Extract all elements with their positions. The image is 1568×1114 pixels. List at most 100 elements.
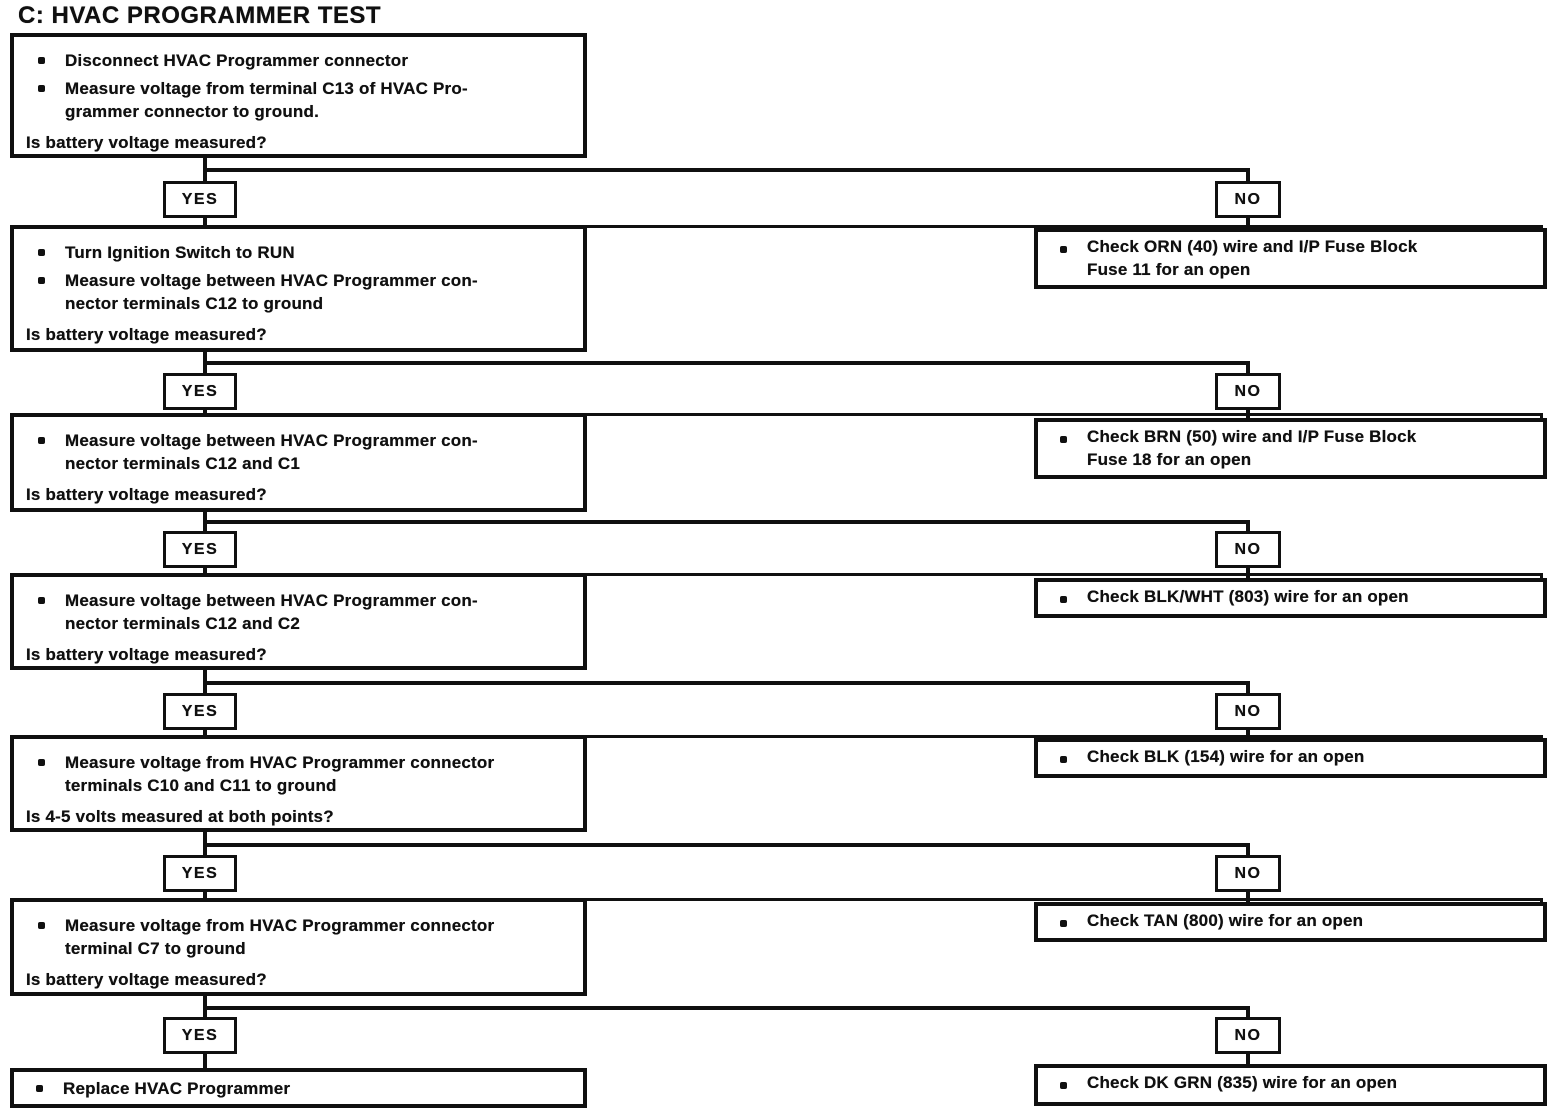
connector-line <box>1246 520 1250 531</box>
step-3-box: Measure voltage between HVAC Programmer … <box>10 413 587 512</box>
action-box-3: Check BLK/WHT (803) wire for an open <box>1034 578 1547 618</box>
connector-line <box>587 573 1543 576</box>
question-text: Is battery voltage measured? <box>26 645 267 664</box>
bullet-item: Measure voltage from HVAC Programmer con… <box>38 751 575 797</box>
yes-tag-4: YES <box>163 693 237 730</box>
bullet-text: Turn Ignition Switch to RUN <box>65 243 295 262</box>
connector-line <box>587 413 1543 416</box>
connector-line <box>203 361 1250 365</box>
bullet-icon <box>1060 436 1067 443</box>
question-text: Is 4-5 volts measured at both points? <box>26 807 334 826</box>
bullet-icon <box>1060 920 1067 927</box>
connector-line <box>587 735 1543 738</box>
action-text: Check BRN (50) wire and I/P Fuse Block F… <box>1087 427 1417 469</box>
bullet-item: Turn Ignition Switch to RUN <box>38 241 575 264</box>
bullet-icon <box>1060 1082 1067 1089</box>
connector-line <box>1246 681 1250 693</box>
action-box-1: Check ORN (40) wire and I/P Fuse Block F… <box>1034 228 1547 289</box>
connector-line <box>203 730 207 736</box>
bullet-item: Measure voltage from HVAC Programmer con… <box>38 914 575 960</box>
bullet-item: Measure voltage between HVAC Programmer … <box>38 589 575 635</box>
action-box-6: Check DK GRN (835) wire for an open <box>1034 1064 1547 1106</box>
bullet-icon <box>38 85 45 92</box>
bullet-text: Disconnect HVAC Programmer connector <box>65 51 409 70</box>
step-4-box: Measure voltage between HVAC Programmer … <box>10 573 587 670</box>
connector-line <box>203 681 1250 685</box>
connector-line <box>203 1006 1250 1010</box>
connector-line <box>1246 843 1250 855</box>
bullet-text: Measure voltage between HVAC Programmer … <box>65 271 478 313</box>
step-6-box: Measure voltage from HVAC Programmer con… <box>10 898 587 996</box>
page-title: C: HVAC PROGRAMMER TEST <box>18 2 382 29</box>
connector-line <box>1540 898 1543 904</box>
yes-tag-5: YES <box>163 855 237 892</box>
no-tag-3: NO <box>1215 531 1281 568</box>
connector-line <box>203 843 1250 847</box>
final-action-text: Replace HVAC Programmer <box>63 1079 291 1098</box>
bullet-icon <box>38 759 45 766</box>
bullet-text: Measure voltage from terminal C13 of HVA… <box>65 79 468 121</box>
bullet-icon <box>1060 756 1067 763</box>
connector-line <box>203 892 207 899</box>
no-tag-6: NO <box>1215 1017 1281 1054</box>
step-2-box: Turn Ignition Switch to RUN Measure volt… <box>10 225 587 352</box>
bullet-icon <box>38 57 45 64</box>
step-5-box: Measure voltage from HVAC Programmer con… <box>10 735 587 832</box>
bullet-item: Disconnect HVAC Programmer connector <box>38 49 575 72</box>
connector-line <box>1540 735 1543 740</box>
bullet-text: Measure voltage from HVAC Programmer con… <box>65 753 495 795</box>
connector-line <box>1246 361 1250 373</box>
bullet-icon <box>38 277 45 284</box>
connector-line <box>1246 168 1250 181</box>
bullet-item: Measure voltage between HVAC Programmer … <box>38 269 575 315</box>
yes-tag-1: YES <box>163 181 237 218</box>
action-text: Check DK GRN (835) wire for an open <box>1087 1073 1398 1092</box>
bullet-icon <box>36 1085 43 1092</box>
action-box-2: Check BRN (50) wire and I/P Fuse Block F… <box>1034 418 1547 479</box>
no-tag-2: NO <box>1215 373 1281 410</box>
bullet-icon <box>38 437 45 444</box>
connector-line <box>203 218 207 226</box>
action-text: Check ORN (40) wire and I/P Fuse Block F… <box>1087 237 1418 279</box>
bullet-text: Measure voltage from HVAC Programmer con… <box>65 916 495 958</box>
action-box-5: Check TAN (800) wire for an open <box>1034 902 1547 942</box>
connector-line <box>587 225 1543 228</box>
yes-tag-6: YES <box>163 1017 237 1054</box>
yes-tag-2: YES <box>163 373 237 410</box>
bullet-item: Replace HVAC Programmer <box>36 1077 575 1100</box>
no-tag-1: NO <box>1215 181 1281 218</box>
bullet-item: Measure voltage from terminal C13 of HVA… <box>38 77 575 123</box>
bullet-icon <box>38 249 45 256</box>
connector-line <box>1540 413 1543 420</box>
no-tag-5: NO <box>1215 855 1281 892</box>
connector-line <box>1540 573 1543 580</box>
question-text: Is battery voltage measured? <box>26 485 267 504</box>
connector-line <box>1246 1006 1250 1017</box>
question-text: Is battery voltage measured? <box>26 970 267 989</box>
step-1-box: Disconnect HVAC Programmer connector Mea… <box>10 33 587 158</box>
action-text: Check BLK/WHT (803) wire for an open <box>1087 587 1409 606</box>
action-box-4: Check BLK (154) wire for an open <box>1034 738 1547 778</box>
bullet-icon <box>38 922 45 929</box>
connector-line <box>203 568 207 574</box>
connector-line <box>1246 218 1250 230</box>
connector-line <box>203 520 1250 524</box>
bullet-icon <box>38 597 45 604</box>
bullet-text: Measure voltage between HVAC Programmer … <box>65 431 478 473</box>
bullet-text: Measure voltage between HVAC Programmer … <box>65 591 478 633</box>
action-text: Check BLK (154) wire for an open <box>1087 747 1365 766</box>
final-box: Replace HVAC Programmer <box>10 1068 587 1108</box>
question-text: Is battery voltage measured? <box>26 325 267 344</box>
bullet-item: Measure voltage between HVAC Programmer … <box>38 429 575 475</box>
bullet-icon <box>1060 596 1067 603</box>
action-text: Check TAN (800) wire for an open <box>1087 911 1364 930</box>
no-tag-4: NO <box>1215 693 1281 730</box>
connector-line <box>587 898 1543 901</box>
connector-line <box>203 168 1250 172</box>
question-text: Is battery voltage measured? <box>26 133 267 152</box>
yes-tag-3: YES <box>163 531 237 568</box>
bullet-icon <box>1060 246 1067 253</box>
connector-line <box>1246 1054 1250 1064</box>
connector-line <box>203 1054 207 1068</box>
